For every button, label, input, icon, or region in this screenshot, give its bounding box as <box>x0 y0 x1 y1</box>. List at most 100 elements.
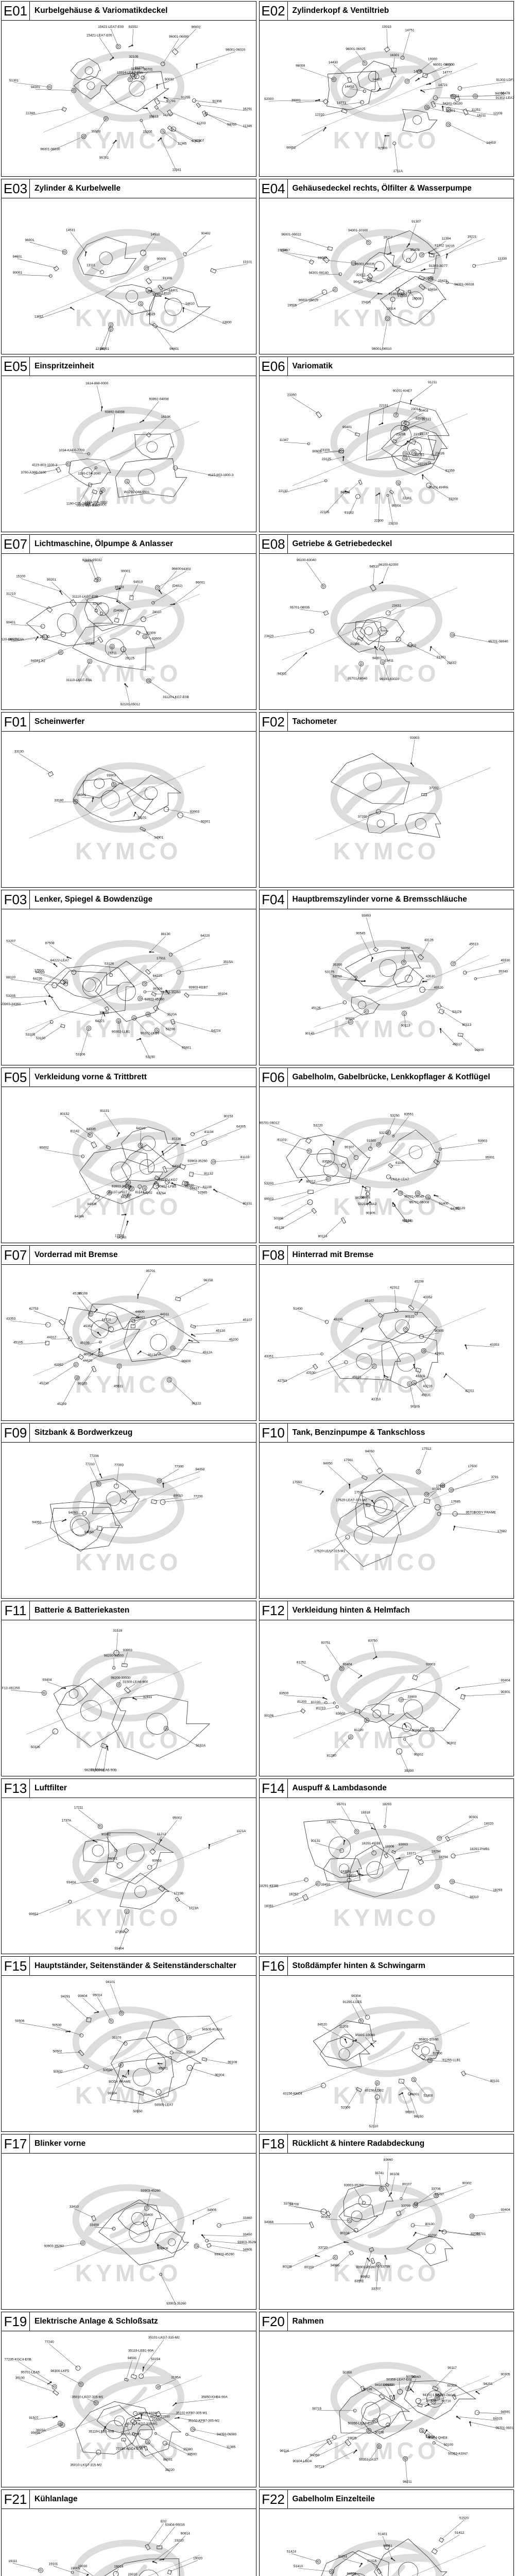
kymco-watermark: KYMCO <box>72 229 184 331</box>
part-number-label: 81137-LHG7 <box>108 1191 127 1194</box>
part-number-label: 90108 <box>228 2060 237 2064</box>
thumbnail-diagram: KYMCO93903331303490133180903013490133101… <box>14 750 211 865</box>
part-number-label: 3920A <box>36 2429 46 2432</box>
part-number-label: 31110-LKG7-E0A <box>66 679 92 682</box>
part-number-label: 64226 <box>33 977 42 980</box>
part-number-label: 93903 <box>107 774 116 777</box>
part-number-label: 90545 <box>356 932 365 936</box>
thumbnail-diagram: KYMCO903045250095801-1004052400521109013… <box>283 1994 500 2129</box>
part-number-label: 89010 <box>174 1494 183 1498</box>
part-number-label: 94303 <box>181 568 191 571</box>
part-number-label: 15133 <box>114 585 124 589</box>
part-number-label: 95701 <box>466 1511 475 1514</box>
cell-title: Hauptständer, Seitenständer & Seitenstän… <box>35 1961 236 1970</box>
part-number-label: 93903-45260 <box>141 2189 161 2193</box>
part-number-label: 63764 <box>157 1192 166 1195</box>
part-number-label: 35350 <box>333 963 342 967</box>
part-number-label: 90302 <box>447 1742 456 1745</box>
cell-title: Tachometer <box>292 717 337 726</box>
cell-title: Gabelholm Einzelteile <box>292 2495 375 2503</box>
part-number-label: 17512 <box>422 1447 431 1451</box>
part-number-label: 18371 <box>406 1852 416 1856</box>
part-number-label: 93903-34360 <box>2 1003 21 1006</box>
cell-F21[interactable]: F21KühlanlageKYMCO9405095002-02100192101… <box>1 2489 256 2576</box>
part-number-label: 23233 <box>388 522 398 526</box>
kymco-watermark: KYMCO <box>330 406 442 509</box>
part-number-label: 90131 <box>311 1839 320 1843</box>
part-number-label: 51520 <box>459 2516 468 2520</box>
part-number-label: 50106 <box>374 2431 384 2434</box>
part-number-label: W1792-048-9901 <box>124 490 150 494</box>
part-number-label: 90106 <box>153 987 162 991</box>
part-number-label: 90301 <box>501 1690 510 1694</box>
part-number-label: 34905 <box>207 2209 216 2212</box>
cell-body: KYMCO51427-LDH190601912515142451427-LLJ3… <box>260 2509 514 2576</box>
part-number-label: 90302 <box>414 1753 423 1757</box>
part-number-label: 1614-906-0002 <box>85 501 108 504</box>
part-number-label: 53175 <box>325 971 334 974</box>
part-number-label: 80107 <box>402 2183 411 2187</box>
part-number-label: 19229 <box>277 248 286 252</box>
thumbnail-diagram: KYMCO9405095002-02100192101910219106E029… <box>8 2520 202 2576</box>
part-number-label: 50710 <box>441 2399 451 2403</box>
part-number-label: 95701 <box>450 94 459 98</box>
part-number-label: 77235-KGC4-E0A <box>116 2447 143 2451</box>
part-number-label: 94291 <box>61 1995 70 1998</box>
part-number-label: 39100 <box>15 2376 25 2380</box>
part-number-label: 43530 <box>425 975 435 978</box>
part-number-label: 45209 <box>57 1402 66 1406</box>
part-number-label: 64335 <box>87 1128 96 1131</box>
cell-code: F20 <box>260 2312 288 2331</box>
part-number-label: 77235-KGC4-E0B <box>4 2358 31 2361</box>
kymco-watermark-text: KYMCO <box>333 1904 439 1931</box>
part-number-label: 14510 <box>150 233 160 236</box>
part-number-label: 11203 <box>339 2025 348 2028</box>
part-number-label: 53213 <box>379 1131 388 1135</box>
part-number-label: 1121A <box>236 1829 246 1833</box>
part-number-label: 44312 <box>47 1335 56 1339</box>
part-number-label: 93903 <box>123 1649 132 1652</box>
part-number-label: 17550 <box>292 1481 301 1484</box>
part-number-label: 94520 <box>340 490 350 494</box>
part-number-label: 90304-QHE8 <box>427 2436 447 2440</box>
part-number-label: 52110 <box>369 2125 378 2128</box>
part-number-label: 42311 <box>465 1389 474 1393</box>
exploded-diagram: 957013930196001-060109130191302-LDF23930… <box>264 25 513 174</box>
part-number-label: 13314-LEA7-E0A <box>117 71 143 75</box>
cell-code: F09 <box>2 1423 30 1442</box>
kymco-watermark-text: KYMCO <box>333 2082 439 2109</box>
